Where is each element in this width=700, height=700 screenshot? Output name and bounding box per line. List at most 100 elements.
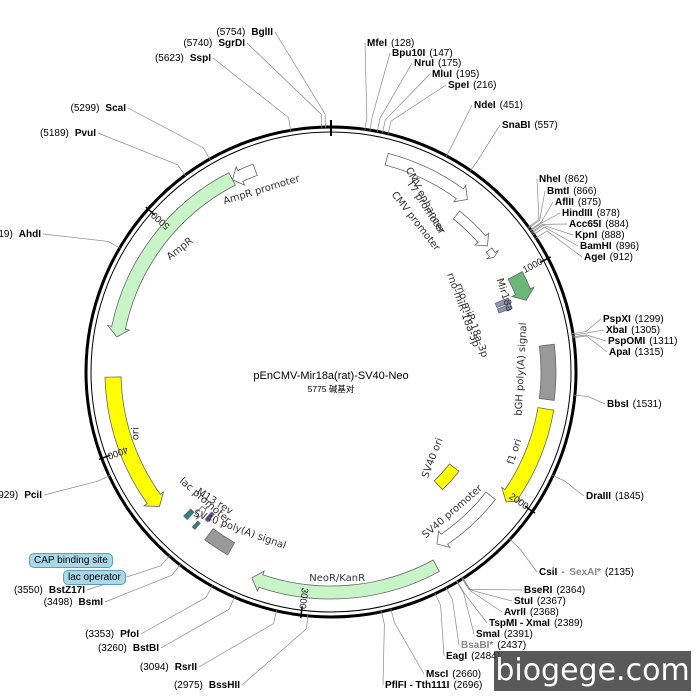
feature-ori[interactable] xyxy=(104,376,165,507)
watermark: biogege.com xyxy=(494,651,691,691)
site-csii[interactable]: CsiI-SexAI*(2135) xyxy=(539,567,634,578)
site-bmti[interactable]: BmtI(866) xyxy=(547,186,597,197)
site-connector xyxy=(528,190,546,229)
site-apai[interactable]: ApaI(1315) xyxy=(609,347,664,358)
site-bsabi-[interactable]: BsaBI*(2437) xyxy=(461,640,526,651)
site-position: (2368) xyxy=(530,607,559,618)
site-name: KpnI xyxy=(575,230,597,241)
site-name: BsaBI* xyxy=(461,640,493,651)
site-name: AgeI xyxy=(584,252,606,263)
site-nhei[interactable]: NheI(862) xyxy=(539,174,588,185)
site-bbsi[interactable]: BbsI(1531) xyxy=(607,399,662,410)
site-name: SmaI xyxy=(476,629,500,640)
tick-mark xyxy=(145,206,156,216)
feature-ampr[interactable] xyxy=(106,172,236,338)
site-bglii[interactable]: BglII(5754) xyxy=(216,27,273,38)
site-ahdi[interactable]: AhdI(4819) xyxy=(0,229,41,240)
site-avrii[interactable]: AvrII(2368) xyxy=(504,607,559,618)
feature-rno-mir-18a-5p[interactable] xyxy=(494,297,511,309)
site-position: (2364) xyxy=(556,585,585,596)
site-position: (128) xyxy=(391,38,414,49)
site-position: (5299) xyxy=(71,103,100,114)
site-connector xyxy=(434,592,445,657)
site-bsmi[interactable]: BsmI(3498) xyxy=(44,597,104,608)
site-position: (875) xyxy=(578,197,601,208)
site-smai[interactable]: SmaI (2391) xyxy=(476,629,533,640)
site-connector xyxy=(572,329,605,336)
site-pspomi[interactable]: PspOMI(1311) xyxy=(608,336,677,347)
feature-lac-promoter[interactable] xyxy=(194,505,209,520)
site-bseri[interactable]: BseRI(2364) xyxy=(524,585,585,596)
site-name: Bpu10I xyxy=(392,48,426,59)
site-nrui[interactable]: NruI(175) xyxy=(414,58,461,69)
site-name: RsrII xyxy=(175,662,197,673)
site-agei[interactable]: AgeI(912) xyxy=(584,252,633,263)
site-connector xyxy=(376,62,413,133)
site-sgrdi[interactable]: SgrDI(5740) xyxy=(183,38,245,49)
site-bstbi[interactable]: BstBI(3260) xyxy=(98,643,159,654)
site-aflii[interactable]: AflII (875) xyxy=(555,197,601,208)
site-spei[interactable]: SpeI(216) xyxy=(448,80,496,91)
site-name: PciI xyxy=(24,490,42,501)
feature-cap-binding-site[interactable] xyxy=(183,508,195,521)
site-name: MluI xyxy=(432,69,452,80)
feature-sv40-promoter[interactable] xyxy=(436,491,496,549)
site-ndei[interactable]: NdeI(451) xyxy=(474,100,523,111)
site-name: AflII xyxy=(555,197,574,208)
feature-m13-rev[interactable] xyxy=(204,511,215,523)
site-xbai[interactable]: XbaI(1305) xyxy=(606,325,660,336)
feature-sv40-ori[interactable] xyxy=(433,463,460,491)
site-stui[interactable]: StuI(2367) xyxy=(514,596,566,607)
site-bpu10i[interactable]: Bpu10I(147) xyxy=(392,48,453,59)
site-pcii[interactable]: PciI(3929) xyxy=(0,490,42,501)
site-connector xyxy=(445,104,473,157)
site-name: NruI xyxy=(414,58,434,69)
site-connector xyxy=(531,224,574,236)
site-pspxi[interactable]: PspXI(1299) xyxy=(603,314,664,325)
site-position: (4819) xyxy=(0,229,13,240)
feature-ampr-promoter[interactable] xyxy=(232,163,258,186)
feature-sv40-poly-a-signal[interactable] xyxy=(204,528,236,556)
site-position: (2391) xyxy=(504,629,533,640)
feature-lac-operator[interactable] xyxy=(191,520,201,530)
site-connector xyxy=(43,475,111,496)
site-name: BbsI xyxy=(607,399,629,410)
site-kpni[interactable]: KpnI(888) xyxy=(575,230,625,241)
feature-f1-ori[interactable] xyxy=(500,407,555,503)
site-connector xyxy=(198,609,277,668)
site-bamhi[interactable]: BamHI(896) xyxy=(580,241,639,252)
site-bstz17i[interactable]: BstZ17I(3550) xyxy=(14,585,85,596)
site-msci[interactable]: MscI(2660) xyxy=(426,669,481,680)
site-hindiii[interactable]: HindIII(878) xyxy=(562,208,620,219)
site-acc65i[interactable]: Acc65I(884) xyxy=(569,219,629,230)
feature-cmv-promoter[interactable] xyxy=(452,210,490,247)
feature-bgh-poly-a-signal[interactable] xyxy=(538,343,557,401)
site-tspmi-xmai[interactable]: TspMI - XmaI(2389) xyxy=(489,618,583,629)
site-bsshii[interactable]: BssHII(2975) xyxy=(174,680,240,691)
site-connector xyxy=(382,73,431,134)
site-pfoi[interactable]: PfoI(3353) xyxy=(85,629,139,640)
site-draiii[interactable]: DraIII(1845) xyxy=(586,491,644,502)
site-mfei[interactable]: MfeI(128) xyxy=(367,38,414,49)
site-position: (866) xyxy=(573,186,596,197)
site-eagi[interactable]: EagI(2484) xyxy=(446,651,500,662)
site-position: (147) xyxy=(429,48,452,59)
feature-mir18a[interactable] xyxy=(507,271,535,301)
site-scai[interactable]: ScaI(5299) xyxy=(71,103,127,114)
feature-t7-promoter[interactable] xyxy=(485,247,499,260)
site-connector xyxy=(140,585,213,635)
feature-rno-mir-18a-3p[interactable] xyxy=(496,303,513,314)
site-pvui[interactable]: PvuI(5189) xyxy=(40,128,96,139)
site-sspi[interactable]: SspI(5623) xyxy=(155,53,211,64)
site-mlui[interactable]: MluI(195) xyxy=(432,69,479,80)
site-connector xyxy=(369,52,391,132)
site-connector xyxy=(551,474,585,497)
site-pflfi-tth111i[interactable]: PflFI - Tth111I(2696) xyxy=(385,680,482,691)
site-snabi[interactable]: SnaBI(557) xyxy=(502,120,558,131)
site-rsrii[interactable]: RsrII(3094) xyxy=(140,662,197,673)
feature-cmv-enhancer[interactable] xyxy=(384,152,468,203)
feature-neor-kanr[interactable] xyxy=(251,559,440,600)
